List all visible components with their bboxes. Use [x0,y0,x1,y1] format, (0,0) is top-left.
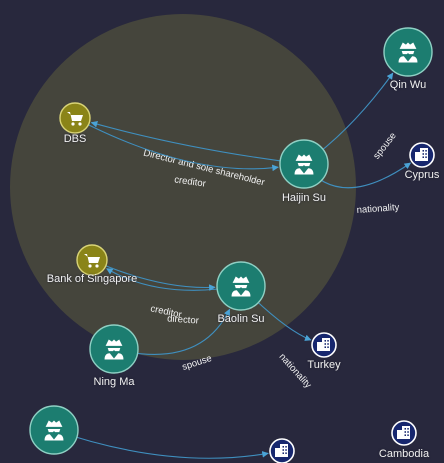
node-label-dbs: DBS [63,133,87,145]
spy-icon [398,42,418,63]
spy-icon [104,339,124,360]
node-label-cambodia: Cambodia [378,448,430,460]
edge-dbs-to-haijin-su [74,117,279,172]
edge-haijin-su-to-dbs [90,120,305,165]
edge-label: creditor [174,174,207,189]
node-label-qin-wu: Qin Wu [389,79,427,91]
edge-person-bottom-left-to-country-bottom [53,429,269,459]
edge-label: nationality [277,351,314,390]
spy-icon [44,420,64,441]
edge-label: spouse [371,131,399,162]
building-icon [275,444,288,457]
node-haijin-su[interactable] [279,139,329,189]
node-turkey[interactable] [311,332,337,358]
spy-icon [231,276,251,297]
node-label-ning-ma: Ning Ma [93,376,135,388]
node-person-bottom-left[interactable] [29,405,79,455]
spy-icon [294,154,314,175]
building-icon [317,338,330,351]
node-cyprus[interactable] [409,142,435,168]
edge-bank-of-singapore-to-baolin-su [91,259,216,291]
node-cambodia[interactable] [391,420,417,446]
node-dbs[interactable] [59,102,91,134]
node-label-bank-of-singapore: Bank of Singapore [46,273,138,285]
building-icon [415,148,428,161]
node-label-haijin-su: Haijin Su [281,192,327,204]
node-qin-wu[interactable] [383,27,433,77]
node-ning-ma[interactable] [89,324,139,374]
node-label-cyprus: Cyprus [404,169,440,181]
edge-label: director [167,313,199,326]
edge-label: nationality [356,202,400,216]
building-icon [397,426,410,439]
node-layer [29,27,435,463]
shopping-cart-icon [67,112,83,126]
shopping-cart-icon [84,254,100,268]
node-label-baolin-su: Baolin Su [217,313,265,325]
node-label-turkey: Turkey [307,359,341,371]
node-country-bottom[interactable] [269,438,295,463]
node-baolin-su[interactable] [216,261,266,311]
node-bank-of-singapore[interactable] [76,244,108,276]
